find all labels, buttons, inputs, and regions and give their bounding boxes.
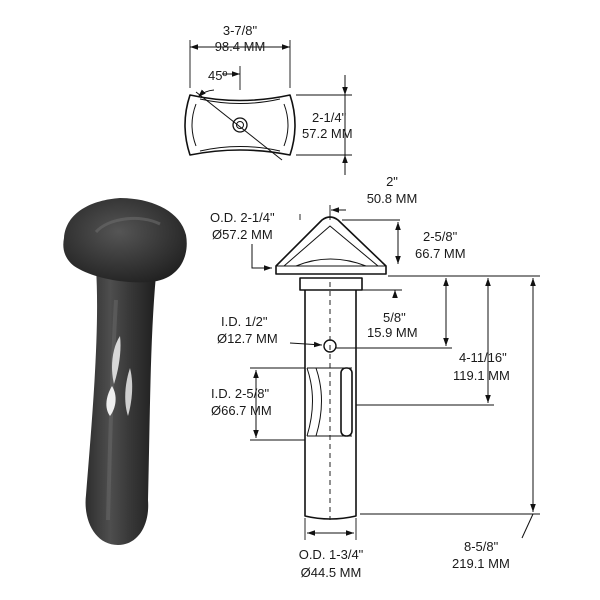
head-od-mm: Ø57.2 MM <box>212 227 273 242</box>
shaft-od-in: O.D. 1-3/4" <box>299 547 364 562</box>
angle-label: 45º <box>208 68 227 83</box>
slot-id-mm: Ø66.7 MM <box>211 403 272 418</box>
slot-id-in: I.D. 2-5/8" <box>211 386 269 401</box>
top-width-in: 3-7/8" <box>223 23 258 38</box>
length-mm: 219.1 MM <box>452 556 510 571</box>
shaft-od-mm: Ø44.5 MM <box>301 565 362 580</box>
top-height-mm: 57.2 MM <box>302 126 353 141</box>
head-height-in: 2-5/8" <box>423 229 458 244</box>
top-view <box>184 66 296 161</box>
slot-pos-in: 4-11/16" <box>459 350 507 365</box>
head-width-mm: 50.8 MM <box>367 191 418 206</box>
head-od-in: O.D. 2-1/4" <box>210 210 275 225</box>
collar-in: 5/8" <box>383 310 406 325</box>
top-height-in: 2-1/4" <box>312 110 347 125</box>
collar-mm: 15.9 MM <box>367 325 418 340</box>
top-width-mm: 98.4 MM <box>215 39 266 54</box>
length-in: 8-5/8" <box>464 539 499 554</box>
head-height-mm: 66.7 MM <box>415 246 466 261</box>
hole-id-mm: Ø12.7 MM <box>217 331 278 346</box>
pin-photo <box>63 198 187 545</box>
hole-id-in: I.D. 1/2" <box>221 314 268 329</box>
slot-pos-mm: 119.1 MM <box>453 368 510 383</box>
head-width-in: 2" <box>386 174 398 189</box>
